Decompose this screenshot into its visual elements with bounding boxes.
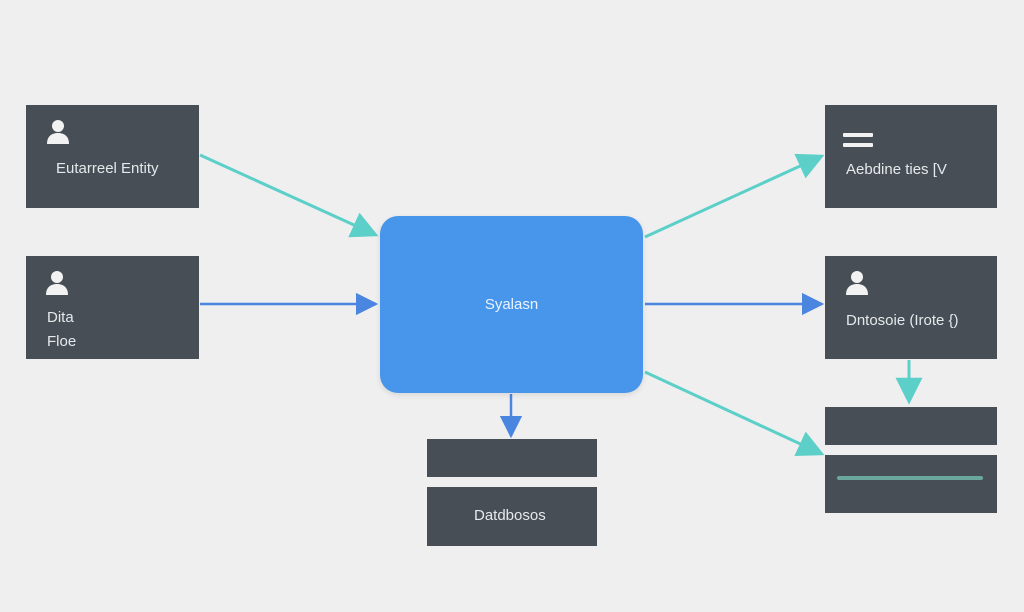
person-icon (46, 271, 68, 295)
top-right-node[interactable]: Aebdine ties [V (825, 105, 997, 208)
middle-right-node[interactable]: Dntosoie (Irote {) (825, 256, 997, 359)
arrow-system-to-top-right (644, 153, 825, 239)
accent-line (837, 476, 983, 480)
system-label: Syalasn (484, 296, 539, 313)
middle-right-label: Dntosoie (Irote {) (846, 312, 959, 329)
external-entity-label: Eutarreel Entity (56, 160, 159, 177)
bottom-right-lower-node[interactable] (825, 455, 997, 513)
data-flow-label-line1: Dita (47, 309, 74, 326)
database-top-bar[interactable] (427, 439, 597, 477)
database-label: Datdbosos (474, 507, 546, 524)
menu-lines-icon (843, 133, 873, 147)
arrow-system-to-bottom-right (644, 370, 825, 457)
data-flow-label-line2: Floe (47, 333, 77, 350)
system-process-node[interactable]: Syalasn (380, 216, 643, 393)
database-node[interactable]: Datdbosos (427, 487, 597, 546)
person-icon (47, 120, 69, 144)
data-flow-node[interactable]: Dita Floe (26, 256, 199, 359)
top-right-label: Aebdine ties [V (846, 161, 947, 178)
person-icon (846, 271, 868, 295)
arrow-external-to-system (199, 153, 379, 238)
bottom-right-upper-bar[interactable] (825, 407, 997, 445)
external-entity-node[interactable]: Eutarreel Entity (26, 105, 199, 208)
